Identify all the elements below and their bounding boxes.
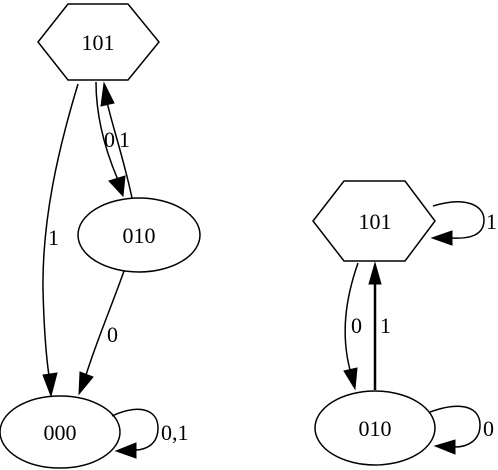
- arrowhead: [78, 371, 94, 396]
- edge-101-to-010: 0: [95, 81, 126, 198]
- edge-label: 0: [483, 416, 494, 441]
- left-graph: 101 010 000 0 1 1: [0, 3, 201, 469]
- node-label: 010: [359, 416, 392, 441]
- node-label: 101: [359, 209, 392, 234]
- edge-label: 1: [119, 127, 130, 152]
- ellipse-shape: [0, 395, 121, 469]
- edge-label: 0,1: [161, 420, 189, 445]
- edge-010-to-101-right: 1: [368, 261, 391, 390]
- edge-label: 0: [351, 313, 362, 338]
- right-graph: 101 010 1 0 1 0: [312, 180, 497, 466]
- arrowhead: [108, 175, 126, 198]
- node-label: 010: [123, 223, 156, 248]
- arrowhead: [42, 372, 58, 398]
- edge-label: 0: [104, 127, 115, 152]
- edge-010-to-101: 1: [100, 81, 133, 199]
- node-101-left: 101: [37, 3, 160, 81]
- hexagon-shape: [37, 3, 160, 81]
- hexagon-shape: [312, 180, 436, 262]
- node-000-left: 000: [0, 395, 121, 469]
- ellipse-shape: [77, 197, 201, 273]
- self-loop-010: 0: [429, 405, 494, 455]
- edge-101-to-000: 1: [42, 83, 79, 398]
- ellipse-shape: [314, 390, 436, 466]
- arrowhead: [100, 81, 115, 107]
- self-loop-101: 1: [430, 201, 497, 246]
- self-loop-000: 0,1: [111, 408, 189, 459]
- edge-101-to-010-right: 0: [343, 262, 362, 391]
- arrowhead: [114, 442, 137, 459]
- arrowhead: [433, 439, 456, 455]
- arrowhead: [343, 367, 358, 391]
- edge-label: 1: [486, 209, 497, 234]
- node-label: 101: [82, 30, 115, 55]
- edge-label: 0: [107, 322, 118, 347]
- edge-label: 1: [380, 313, 391, 338]
- node-label: 000: [44, 420, 77, 445]
- node-010-right: 010: [314, 390, 436, 466]
- node-101-right: 101: [312, 180, 436, 262]
- arrowhead: [368, 261, 382, 285]
- node-010-left: 010: [77, 197, 201, 273]
- arrowhead: [430, 230, 453, 246]
- edge-label: 1: [48, 225, 59, 250]
- edge-010-to-000: 0: [78, 270, 125, 396]
